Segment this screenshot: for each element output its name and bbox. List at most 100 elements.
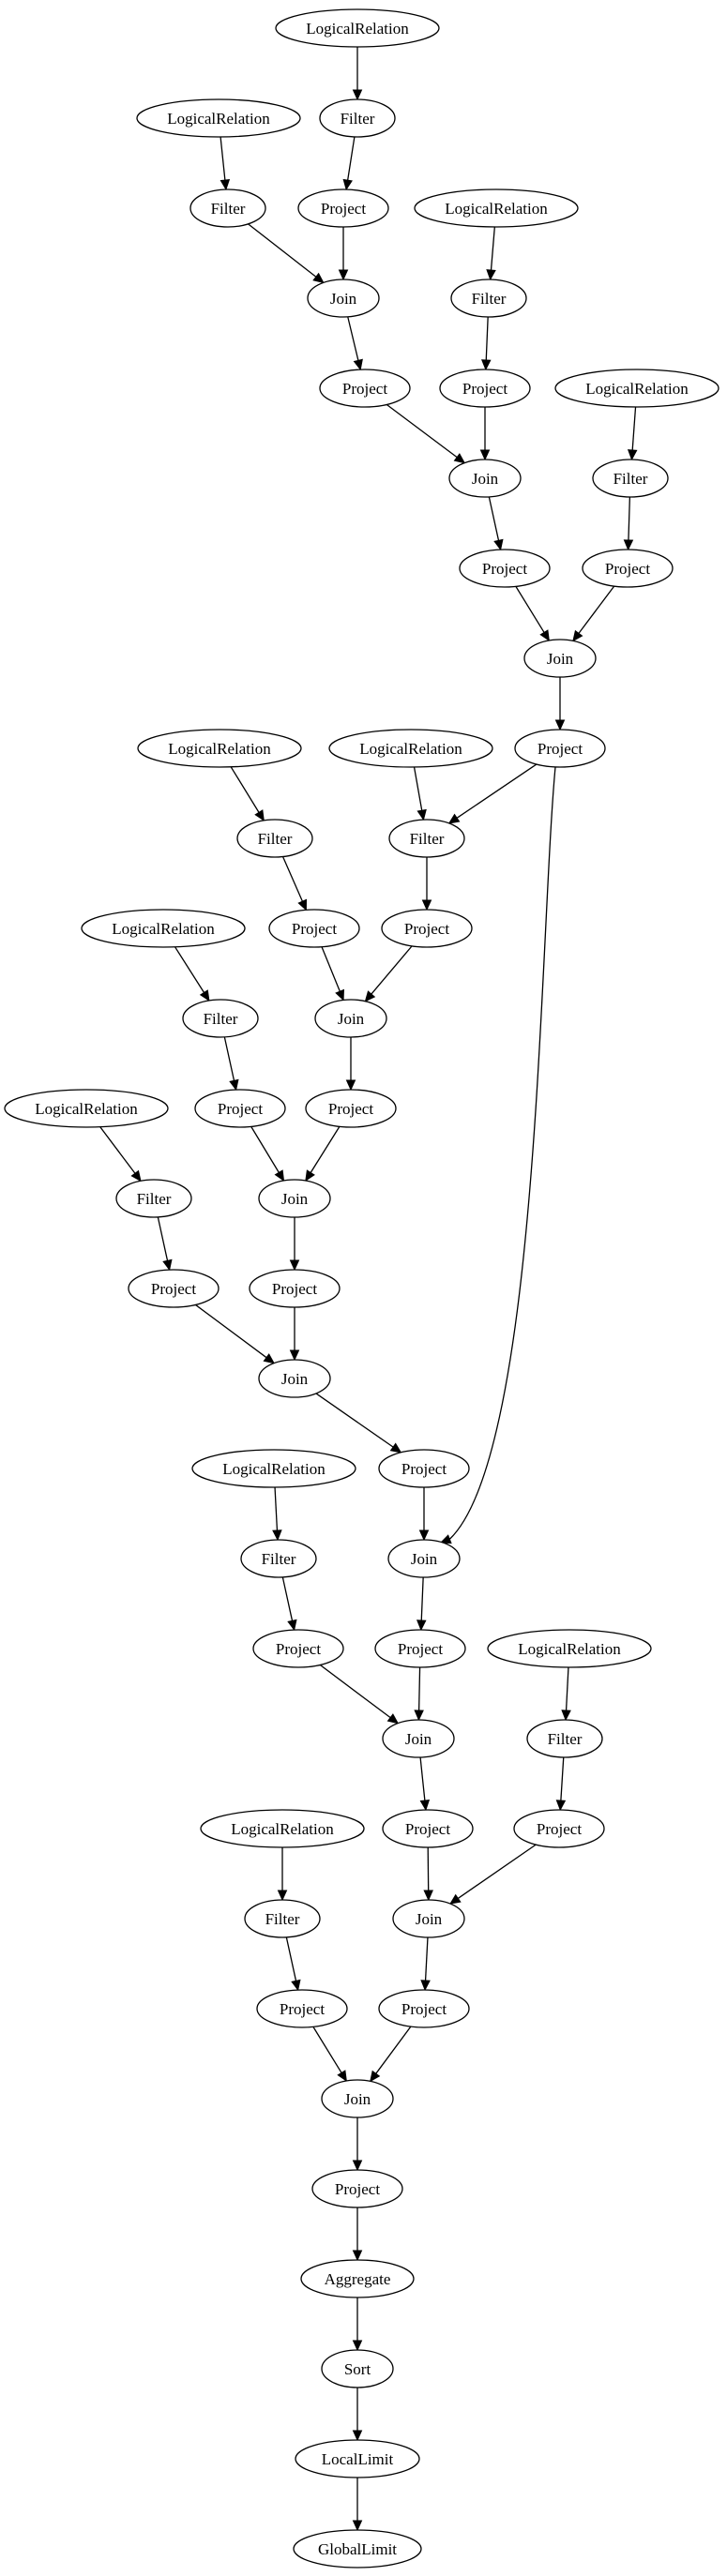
node-ellipse (382, 1719, 455, 1758)
arrowhead-icon (417, 808, 427, 821)
arrowhead-icon (370, 2070, 381, 2083)
arrowhead-icon (352, 2430, 363, 2442)
node-logicalrelation-lr5: LogicalRelation (137, 729, 302, 768)
edge-f4-to-p5 (623, 496, 634, 551)
arrowhead-icon (272, 1529, 282, 1542)
node-ellipse (554, 369, 719, 408)
node-logicalrelation-lr3: LogicalRelation (414, 188, 579, 228)
edge-f6-to-p8 (421, 857, 432, 911)
edge-f7-to-p9 (223, 1036, 239, 1092)
arrowhead-icon (291, 1979, 301, 1992)
node-ellipse (194, 1089, 286, 1128)
node-project-p4: Project (459, 549, 551, 588)
edge-p12-to-j6 (289, 1307, 300, 1362)
node-filter-f6: Filter (388, 819, 465, 858)
node-logicalrelation-lr2: LogicalRelation (136, 98, 301, 138)
node-ellipse (256, 1989, 348, 2028)
edge-line (310, 1126, 341, 1173)
node-ellipse (459, 549, 551, 588)
arrowhead-icon (220, 179, 231, 191)
arrowhead-icon (229, 1078, 239, 1092)
node-ellipse (526, 1719, 603, 1758)
node-label: Filter (472, 290, 507, 308)
edge-f5-to-p7 (281, 856, 308, 911)
edge-line (99, 1126, 136, 1174)
edge-line (195, 1303, 267, 1359)
node-ellipse (191, 1449, 356, 1488)
edge-ll-to-gl (352, 2478, 363, 2532)
node-label: GlobalLimit (318, 2540, 397, 2558)
edge-agg-to-sort (352, 2297, 363, 2352)
node-project-p6: Project (514, 729, 606, 768)
edge-f10-to-p17 (555, 1756, 567, 1812)
edge-p3-to-j2 (479, 407, 491, 461)
arrowhead-icon (439, 1534, 452, 1544)
node-ellipse (268, 909, 360, 948)
edge-line (281, 1576, 294, 1621)
edge-lr6-to-f6 (413, 766, 427, 821)
edge-line (230, 766, 260, 813)
arrowhead-icon (305, 1169, 315, 1183)
node-join-j7: Join (387, 1539, 461, 1578)
edge-j1-to-p2 (347, 316, 363, 371)
arrowhead-icon (481, 359, 492, 371)
node-ellipse (200, 1809, 365, 1848)
node-label: Join (338, 1010, 365, 1028)
node-label: LogicalRelation (112, 920, 215, 938)
edge-line (315, 1393, 394, 1448)
node-label: Project (276, 1640, 321, 1658)
arrowhead-icon (338, 269, 349, 281)
edge-p10-to-j5 (305, 1126, 341, 1183)
edge-p5-to-j3 (572, 585, 615, 642)
edge-f11-to-p18 (285, 1936, 301, 1992)
edge-j9-to-p19 (420, 1936, 431, 1992)
edge-f2-to-j1 (248, 223, 325, 284)
arrowhead-icon (414, 1710, 424, 1722)
node-filter-f10: Filter (526, 1719, 603, 1758)
node-label: Project (328, 1100, 373, 1118)
edge-sort-to-ll (352, 2388, 363, 2442)
edge-p20-to-agg (352, 2207, 363, 2262)
edge-line (417, 1666, 421, 1711)
node-logicalrelation-lr7: LogicalRelation (81, 909, 246, 948)
arrowhead-icon (352, 89, 363, 101)
node-logicalrelation-lr11: LogicalRelation (200, 1809, 365, 1848)
arrowhead-icon (493, 538, 504, 551)
node-filter-f2: Filter (189, 188, 266, 228)
node-ellipse (258, 1359, 331, 1398)
edge-p19-to-j10 (370, 2026, 412, 2083)
edge-p9-to-j5 (250, 1126, 285, 1182)
edge-j4-to-p10 (345, 1037, 356, 1092)
edge-line (420, 1576, 424, 1621)
arrowhead-icon (389, 1442, 402, 1454)
arrowhead-icon (419, 1800, 431, 1812)
node-label: Filter (341, 110, 375, 128)
node-label: Filter (548, 1730, 583, 1748)
node-ellipse (307, 279, 380, 318)
node-ellipse (450, 279, 527, 318)
node-project-p20: Project (311, 2169, 403, 2208)
arrowhead-icon (352, 2520, 363, 2532)
edge-line (631, 406, 637, 451)
edge-p1-to-j1 (338, 227, 349, 281)
node-ellipse (523, 639, 597, 678)
edge-line (157, 1216, 169, 1261)
node-label: LogicalRelation (359, 740, 462, 758)
edge-line (448, 766, 556, 1540)
node-ellipse (439, 369, 531, 408)
edge-p2-to-j2 (386, 403, 466, 464)
edge-line (174, 946, 205, 993)
arrowhead-icon (352, 2250, 363, 2262)
node-label: Join (344, 2090, 371, 2108)
node-label: Project (321, 200, 366, 218)
edge-line (488, 496, 500, 541)
node-ellipse (275, 8, 440, 48)
node-label: Project (272, 1280, 317, 1298)
edge-f3-to-p3 (481, 316, 492, 371)
edge-p6-to-j7 (439, 766, 556, 1544)
node-sort-sort: Sort (321, 2349, 394, 2388)
edge-lr7-to-f7 (174, 946, 210, 1002)
node-label: Filter (410, 830, 445, 848)
